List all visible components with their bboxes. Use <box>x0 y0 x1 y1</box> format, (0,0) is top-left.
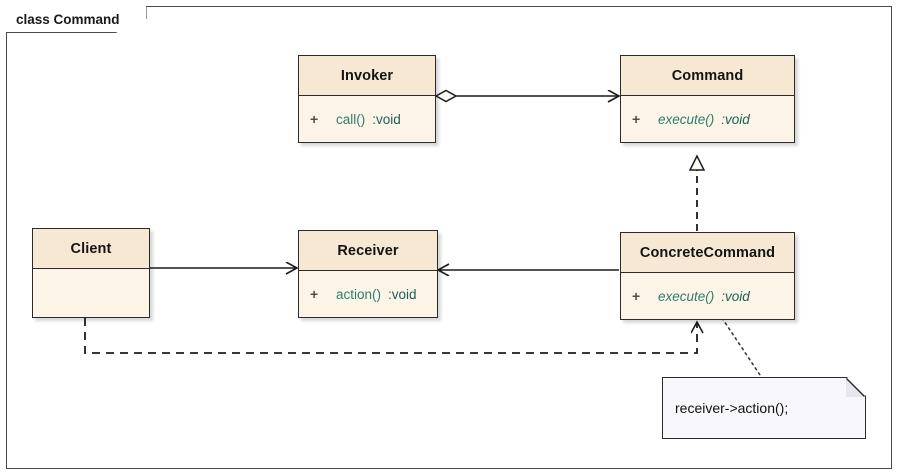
member-row: + action() :void <box>310 286 417 302</box>
class-box-concretecommand[interactable]: ConcreteCommand + execute() :void <box>620 232 795 320</box>
class-name-invoker: Invoker <box>299 56 435 96</box>
member-row: + execute() :void <box>632 111 750 127</box>
class-members-command: + execute() :void <box>621 96 794 142</box>
class-members-client <box>33 269 149 317</box>
visibility-marker: + <box>632 288 641 304</box>
class-box-receiver[interactable]: Receiver + action() :void <box>298 230 438 318</box>
class-name-concretecommand: ConcreteCommand <box>621 233 794 273</box>
member-type: :void <box>388 287 417 302</box>
class-name-receiver: Receiver <box>299 231 437 271</box>
class-box-command[interactable]: Command + execute() :void <box>620 55 795 143</box>
class-name-client: Client <box>33 229 149 269</box>
member-name: call() <box>336 112 366 127</box>
member-type: :void <box>721 289 750 304</box>
member-type: :void <box>721 112 750 127</box>
member-name: action() <box>336 287 382 302</box>
member-row: + call() :void <box>310 111 401 127</box>
visibility-marker: + <box>310 286 319 302</box>
class-members-concretecommand: + execute() :void <box>621 273 794 319</box>
note-receiver-action[interactable]: receiver->action(); <box>662 377 866 439</box>
member-name: execute() <box>658 289 715 304</box>
class-members-invoker: + call() :void <box>299 96 435 142</box>
visibility-marker: + <box>310 111 319 127</box>
frame-label: class Command <box>6 6 147 33</box>
class-name-command: Command <box>621 56 794 96</box>
member-type: :void <box>372 112 401 127</box>
member-name: execute() <box>658 112 715 127</box>
class-box-client[interactable]: Client <box>32 228 150 318</box>
note-text: receiver->action(); <box>675 400 789 416</box>
visibility-marker: + <box>632 111 641 127</box>
class-members-receiver: + action() :void <box>299 271 437 317</box>
class-box-invoker[interactable]: Invoker + call() :void <box>298 55 436 143</box>
member-row: + execute() :void <box>632 288 750 304</box>
